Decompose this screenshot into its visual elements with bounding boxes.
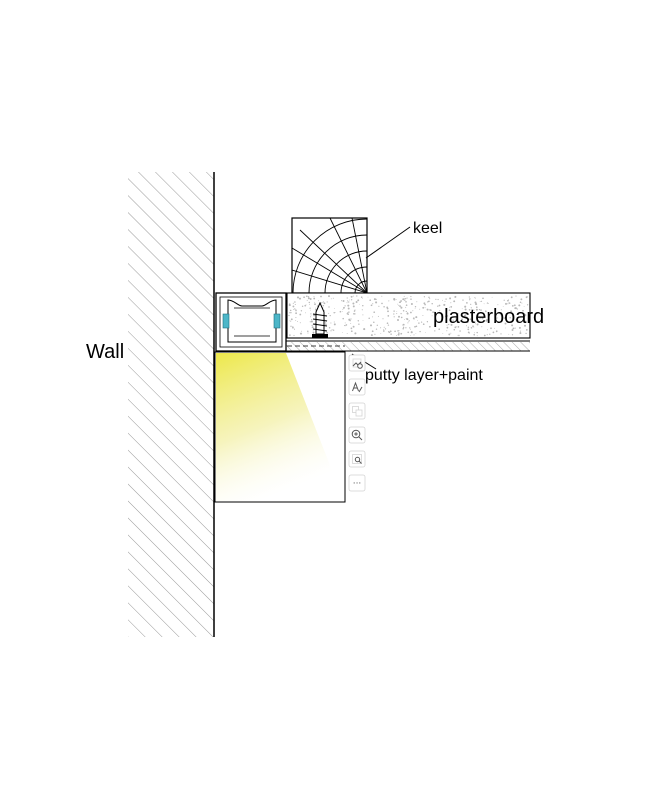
putty-layer xyxy=(283,340,530,352)
more-button[interactable]: ··· xyxy=(348,474,366,492)
zoom-in-icon xyxy=(351,429,363,441)
image-search-icon xyxy=(352,358,363,369)
plasterboard-label: plasterboard xyxy=(433,306,544,328)
putty-label: putty layer+paint xyxy=(365,367,483,384)
image-toolbar: ··· xyxy=(348,354,366,492)
copy-shapes-button[interactable] xyxy=(348,402,366,420)
scan-icon xyxy=(352,454,362,464)
clip-left xyxy=(222,313,230,329)
more-icon: ··· xyxy=(353,479,362,489)
keel-label: keel xyxy=(413,220,442,237)
wall-label: Wall xyxy=(86,341,124,363)
scan-button[interactable] xyxy=(348,450,366,468)
wall-hatch xyxy=(128,172,214,637)
translate-button[interactable] xyxy=(348,378,366,396)
light-beam xyxy=(214,351,346,503)
copy-shapes-icon xyxy=(352,406,363,417)
clip-right xyxy=(273,313,281,329)
zoom-in-button[interactable] xyxy=(348,426,366,444)
aluminium-profile xyxy=(215,292,287,352)
keel-block xyxy=(291,217,368,294)
plasterboard-panel xyxy=(286,292,531,339)
keel-leader-line xyxy=(365,226,411,259)
image-search-button[interactable] xyxy=(348,354,366,372)
screw xyxy=(312,301,328,338)
translate-icon xyxy=(352,381,363,393)
